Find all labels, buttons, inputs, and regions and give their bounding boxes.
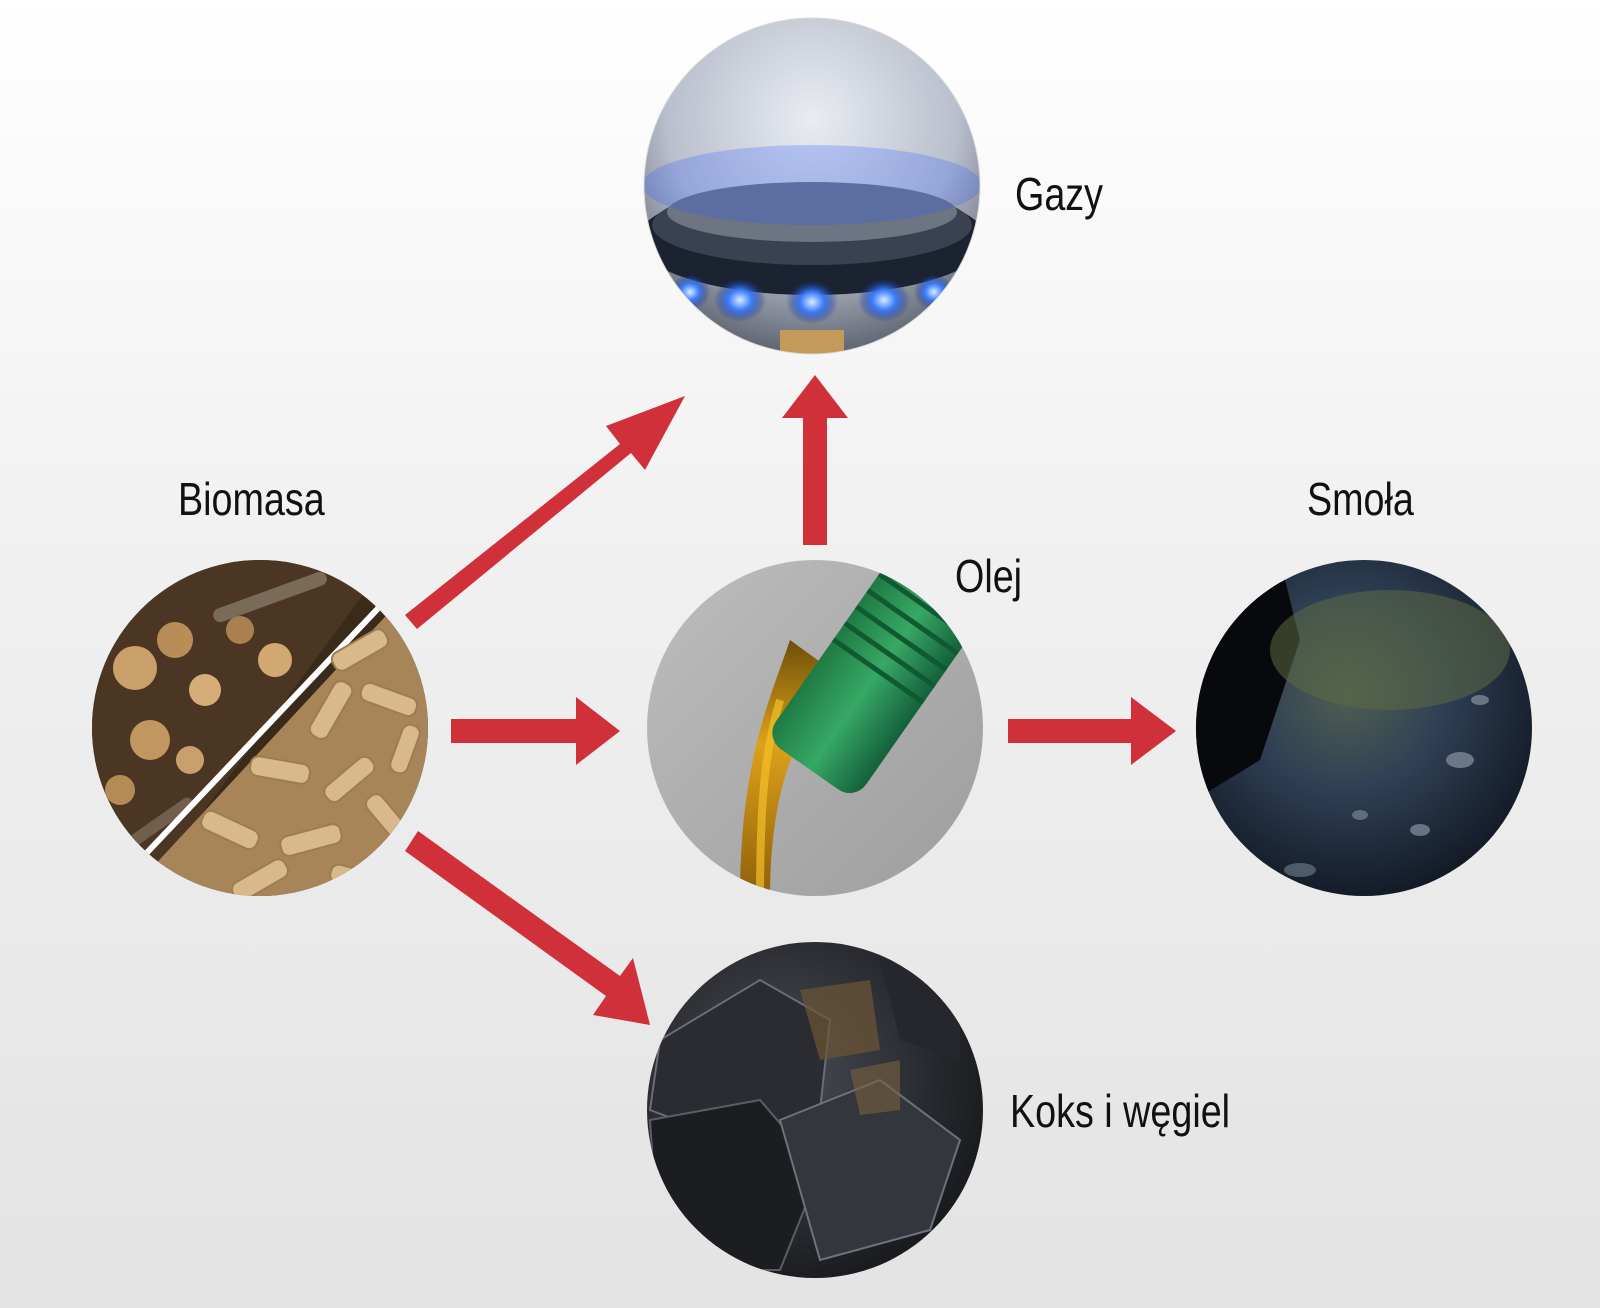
gas-flame-photo xyxy=(644,18,980,354)
label-coke: Koks i węgiel xyxy=(1010,1085,1230,1136)
coal-photo xyxy=(647,942,983,1278)
arrow-oil-to-gas xyxy=(782,375,848,545)
wood-and-pellets-photo xyxy=(92,560,428,896)
arrow-biomass-to-oil xyxy=(451,697,620,765)
arrow-biomass-to-gas xyxy=(405,396,685,629)
tar-photo xyxy=(1196,560,1532,896)
gas-node xyxy=(643,17,981,355)
arrow-biomass-to-coke xyxy=(405,831,650,1025)
label-gas: Gazy xyxy=(1015,168,1103,219)
arrows xyxy=(405,375,1176,1025)
label-oil: Olej xyxy=(955,550,1022,601)
arrow-oil-to-tar xyxy=(1008,697,1176,765)
label-biomass: Biomasa xyxy=(178,473,325,524)
label-tar: Smoła xyxy=(1307,473,1414,524)
oil-pouring-photo xyxy=(647,560,983,896)
